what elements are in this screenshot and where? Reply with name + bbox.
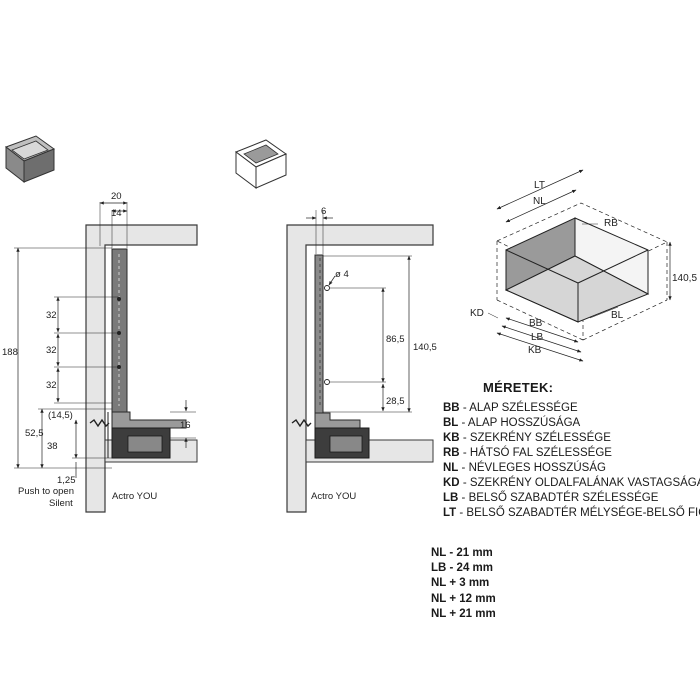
dim-hole-diameter: ø 4 <box>335 269 349 280</box>
legend-row-kb: KB - SZEKRÉNY SZÉLESSÉGE <box>443 432 611 444</box>
dim-pitch-3: 32 <box>46 380 57 391</box>
legend-code: BL <box>443 417 459 429</box>
legend-row-bb: BB - ALAP SZÉLESSÉGE <box>443 402 578 414</box>
formula-item: NL - 21 mm <box>431 547 493 559</box>
legend-code: LB <box>443 492 459 504</box>
isometric-drawer: LT NL RB 140,5 KD BB LB KB BL <box>470 169 697 362</box>
dim-height-16: 16 <box>180 420 191 431</box>
formula-list: NL - 21 mm LB - 24 mm NL + 3 mm NL + 12 … <box>431 546 496 622</box>
label-KB: KB <box>528 345 542 356</box>
label-LT: LT <box>534 180 545 191</box>
caption-push-line1: Push to open <box>18 486 74 497</box>
dim-offset-paren: (14,5) <box>48 410 73 421</box>
formula-item: NL + 12 mm <box>431 592 496 605</box>
label-RB: RB <box>604 218 618 229</box>
legend-code: RB <box>443 447 460 459</box>
label-height: 140,5 <box>672 273 697 284</box>
legend-text: - NÉVLEGES HOSSZÚSÁG <box>458 462 606 474</box>
formula-item: NL + 21 mm <box>431 607 496 620</box>
drawer-icon-dark <box>4 135 56 184</box>
legend-code: NL <box>443 462 459 474</box>
legend-row-rb: RB - HÁTSÓ FAL SZÉLESSÉGE <box>443 447 612 459</box>
formula-item: LB - 24 mm <box>431 562 493 575</box>
dim-gap-small: 1,25 <box>57 475 76 486</box>
legend-text: - SZEKRÉNY SZÉLESSÉGE <box>459 432 611 444</box>
legend-row-kd: KD - SZEKRÉNY OLDALFALÁNAK VASTAGSÁGA <box>443 477 700 489</box>
left-section-view: 20 14 188 32 32 32 (14,5) 52,5 38 16 1,2… <box>2 191 198 513</box>
legend-text: - BELSŐ SZABADTÉR MÉLYSÉGE-BELSŐ FIÓK <box>456 507 700 519</box>
label-BB: BB <box>529 318 543 329</box>
dim-offset-6: 6 <box>321 206 326 217</box>
legend-code: BB <box>443 402 460 414</box>
label-BL: BL <box>611 310 624 321</box>
legend-text: - ALAP HOSSZÚSÁGA <box>458 417 581 429</box>
dim-height-total: 188 <box>2 347 18 358</box>
formula-item: NL + 3 mm <box>431 577 490 590</box>
legend-code: KB <box>443 432 460 444</box>
legend-code: LT <box>443 507 457 519</box>
legend-row-lb: LB - BELSŐ SZABADTÉR SZÉLESSÉGE <box>443 492 658 504</box>
legend-text: - SZEKRÉNY OLDALFALÁNAK VASTAGSÁGA <box>459 477 700 489</box>
dim-height-86: 86,5 <box>386 334 405 345</box>
dim-height-52: 52,5 <box>25 428 44 439</box>
left-cabinet-panel <box>85 224 198 513</box>
legend-row-lt: LT - BELSŐ SZABADTÉR MÉLYSÉGE-BELSŐ FIÓK <box>443 507 700 519</box>
legend-row-nl: NL - NÉVLEGES HOSSZÚSÁG <box>443 462 606 474</box>
legend-code: KD <box>443 477 460 489</box>
dim-height-28: 28,5 <box>386 396 405 407</box>
legend-text: - BELSŐ SZABADTÉR SZÉLESSÉGE <box>458 492 659 504</box>
legend-row-bl: BL - ALAP HOSSZÚSÁGA <box>443 417 580 429</box>
legend-text: - ALAP SZÉLESSÉGE <box>459 402 578 414</box>
product-label-left: Actro YOU <box>112 491 157 502</box>
middle-cabinet-panel <box>286 224 434 513</box>
dim-height-140: 140,5 <box>413 342 437 353</box>
middle-section-view: 6 ø 4 86,5 140,5 28,5 Actro YOU <box>286 206 437 513</box>
label-NL: NL <box>533 196 546 207</box>
dim-pitch-2: 32 <box>46 345 57 356</box>
dim-width-inner: 14 <box>111 208 122 219</box>
legend-text: - HÁTSÓ FAL SZÉLESSÉGE <box>459 447 612 459</box>
label-LB: LB <box>531 332 544 343</box>
dim-pitch-1: 32 <box>46 310 57 321</box>
product-label-middle: Actro YOU <box>311 491 356 502</box>
dim-width-total: 20 <box>111 191 122 202</box>
middle-drawer-side <box>314 254 324 414</box>
dim-height-38: 38 <box>47 441 58 452</box>
label-KD: KD <box>470 308 484 319</box>
legend-title: MÉRETEK: <box>483 380 554 395</box>
drawer-icon-light <box>234 139 288 189</box>
caption-push-line2: Silent <box>49 498 73 509</box>
